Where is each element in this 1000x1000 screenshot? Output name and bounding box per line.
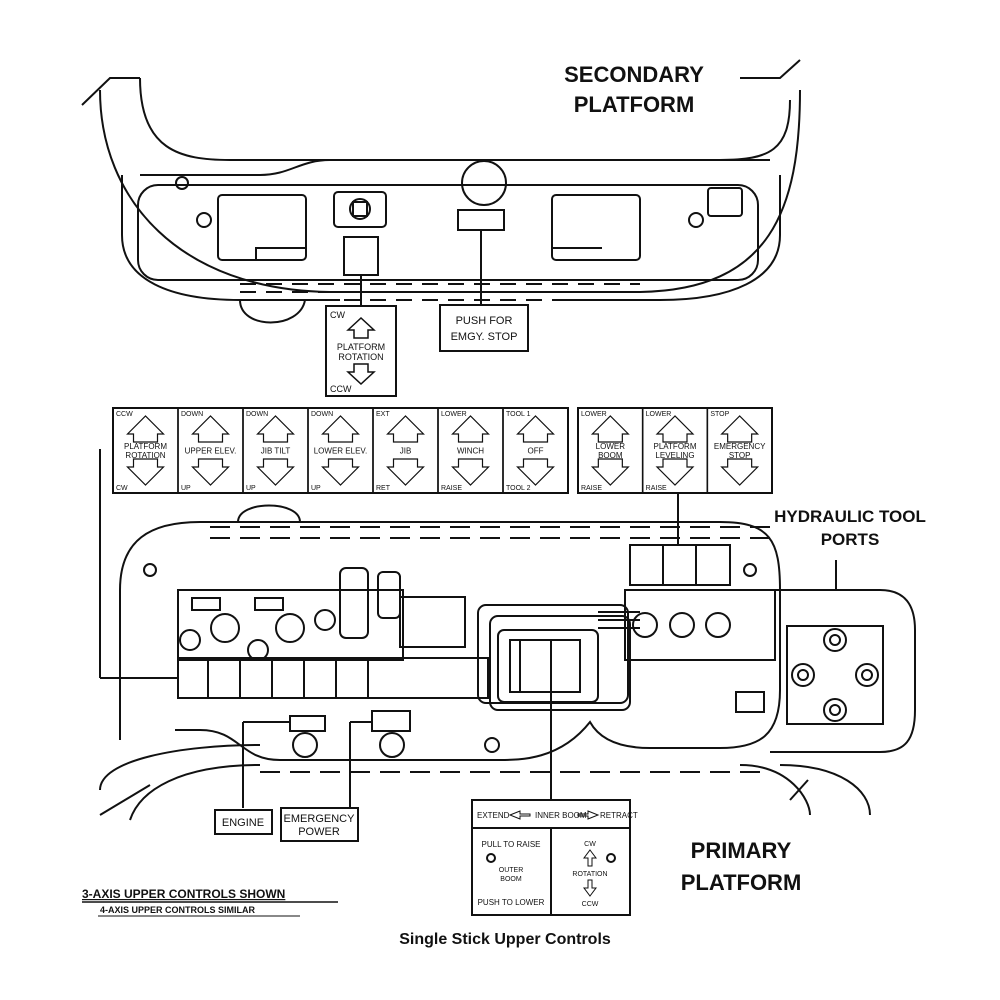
emergency-stop-label: EMGY. STOP <box>451 331 518 343</box>
stick-inner-boom-label: INNER BOOM <box>535 811 587 820</box>
decal-name-line: EMERGENCY <box>714 442 766 451</box>
decal-top-label: STOP <box>710 411 729 418</box>
secondary-rotation-decal-frame <box>325 305 397 397</box>
decal-top-label: LOWER <box>581 411 607 418</box>
main_decals-decal: LOWER RAISE WINCH <box>437 407 504 494</box>
decal-bottom-label: RET <box>376 485 391 492</box>
secondary-rotation-decal: CW PLATFORM ROTATION CCW <box>330 310 385 394</box>
joystick-controller <box>477 604 640 711</box>
stick-rotation-label: ROTATION <box>572 871 607 878</box>
decal-name-line: ROTATION <box>338 352 383 362</box>
main_decals-decal: DOWN UP UPPER ELEV. <box>177 407 244 494</box>
side-decal-strip: LOWERRAISELOWERBOOMLOWERRAISEPLATFORMLEV… <box>577 407 773 494</box>
decal-name-line: JIB TILT <box>261 447 291 456</box>
engine-decal <box>214 809 273 835</box>
decal-top-label: LOWER <box>441 411 467 418</box>
decal-name-line: STOP <box>729 451 751 460</box>
valve-bank <box>177 567 489 699</box>
decal-name-line: PLATFORM <box>654 442 697 451</box>
decal-name-line: OFF <box>528 447 544 456</box>
decal-name-line: BOOM <box>598 451 623 460</box>
engine-label: ENGINE <box>222 817 264 829</box>
stick-cw-label: CW <box>584 841 596 848</box>
hydraulic-tool-ports <box>770 589 916 753</box>
stick-boom-label: BOOM <box>500 876 522 883</box>
emergency-power-label: POWER <box>298 826 340 838</box>
stick-ccw-label: CCW <box>582 901 599 908</box>
secondary-platform-label: PLATFORM <box>574 92 695 117</box>
decal-name-line: UPPER ELEV. <box>185 447 237 456</box>
secondary-platform-outline <box>81 59 801 301</box>
decal-name-line: LOWER ELEV. <box>314 447 368 456</box>
decal-top-label: DOWN <box>181 411 203 418</box>
decal-top-label: CCW <box>116 411 133 418</box>
stick-pull-label: PULL TO RAISE <box>482 840 541 849</box>
decal-top-label: TOOL 1 <box>506 411 531 418</box>
main_decals-decal: EXT RET JIB <box>372 407 439 494</box>
figure-caption: Single Stick Upper Controls <box>399 931 611 948</box>
decal-name-line: LEVELING <box>655 451 694 460</box>
decal-bottom-label: RAISE <box>646 485 667 492</box>
hydraulic-tool-ports-label: HYDRAULIC TOOL <box>774 507 926 526</box>
decal-top-label: LOWER <box>646 411 672 418</box>
decal-bottom-label: RAISE <box>441 485 462 492</box>
decal-top-label: EXT <box>376 411 390 418</box>
main_decals-decal: TOOL 1 TOOL 2 OFF <box>502 407 569 494</box>
emergency-power-label: EMERGENCY <box>284 813 356 825</box>
decal-name-line: PLATFORM <box>337 342 385 352</box>
hydraulic-tool-ports-label: PORTS <box>821 530 880 549</box>
decal-bottom-label: TOOL 2 <box>506 485 531 492</box>
primary-dashed-tracks <box>210 526 770 773</box>
decal-bottom-label: UP <box>311 485 321 492</box>
upper-controls-shown-label: 3-AXIS UPPER CONTROLS SHOWN <box>82 887 285 901</box>
decal-bottom-label: UP <box>246 485 256 492</box>
decal-bottom-label: RAISE <box>581 485 602 492</box>
decal-name-line: ROTATION <box>125 451 165 460</box>
emergency-stop-decal <box>439 304 529 352</box>
main_decals-decal: DOWN UP LOWER ELEV. <box>307 407 374 494</box>
secondary-cable-loop <box>239 299 306 324</box>
secondary-dashed-tracks <box>240 283 640 301</box>
main_decals-decal: DOWN UP JIB TILT <box>242 407 309 494</box>
decal-bottom-label: CCW <box>330 384 352 394</box>
stick-decal: EXTEND INNER BOOM RETRACT PULL TO RAISE … <box>477 810 638 908</box>
decal-name-line: LOWER <box>596 442 626 451</box>
decal-name-line: JIB <box>400 447 412 456</box>
decal-name-line: WINCH <box>457 447 484 456</box>
decal-name-line: PLATFORM <box>124 442 167 451</box>
upper-controls-similar-label: 4-AXIS UPPER CONTROLS SIMILAR <box>100 905 256 915</box>
stick-push-label: PUSH TO LOWER <box>478 898 545 907</box>
stick-retract-label: RETRACT <box>600 811 638 820</box>
secondary-control-panel <box>137 160 759 281</box>
decal-bottom-label: CW <box>116 485 128 492</box>
decal-top-label: DOWN <box>311 411 333 418</box>
primary-platform-label: PLATFORM <box>681 870 802 895</box>
decal-top-label: DOWN <box>246 411 268 418</box>
decal-top-label: CW <box>330 310 345 320</box>
emergency-power-decal <box>280 807 359 842</box>
emergency-stop-label: PUSH FOR <box>456 315 513 327</box>
side-valve-group <box>624 544 776 661</box>
decal-bottom-label: UP <box>181 485 191 492</box>
stick-outer-label: OUTER <box>499 867 524 874</box>
secondary-platform-label: SECONDARY <box>564 62 704 87</box>
primary-platform-label: PRIMARY <box>691 838 792 863</box>
stick-extend-label: EXTEND <box>477 811 510 820</box>
primary-platform-outline <box>99 521 871 821</box>
